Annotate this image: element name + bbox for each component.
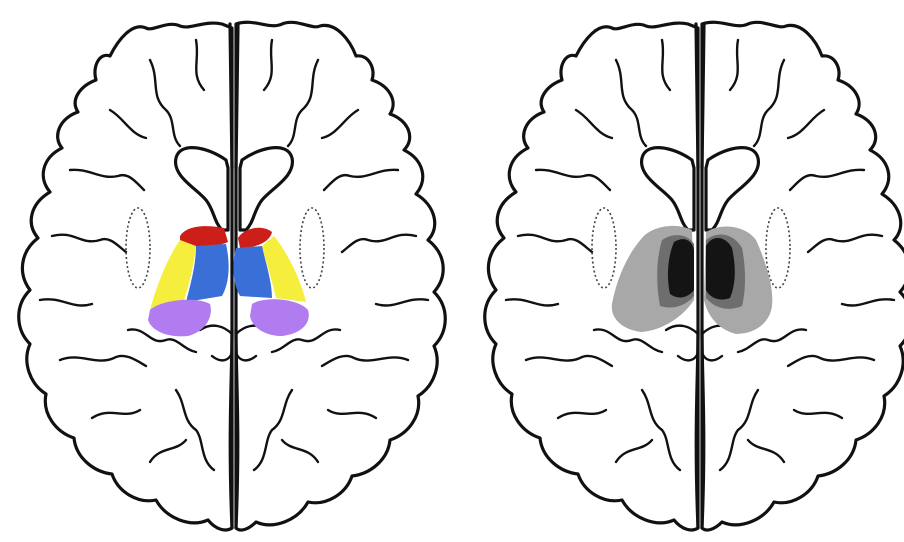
right-intensity-regions <box>612 226 773 334</box>
left-brain-panel <box>19 22 446 530</box>
region-posterior-right <box>250 299 309 336</box>
right-brain-panel <box>485 22 904 530</box>
right-brain-outline <box>485 22 904 530</box>
intensity-dark-right <box>706 238 735 300</box>
left-atlas-regions <box>148 226 309 336</box>
left-brain-outline <box>19 22 446 530</box>
intensity-dark-left <box>668 239 694 297</box>
